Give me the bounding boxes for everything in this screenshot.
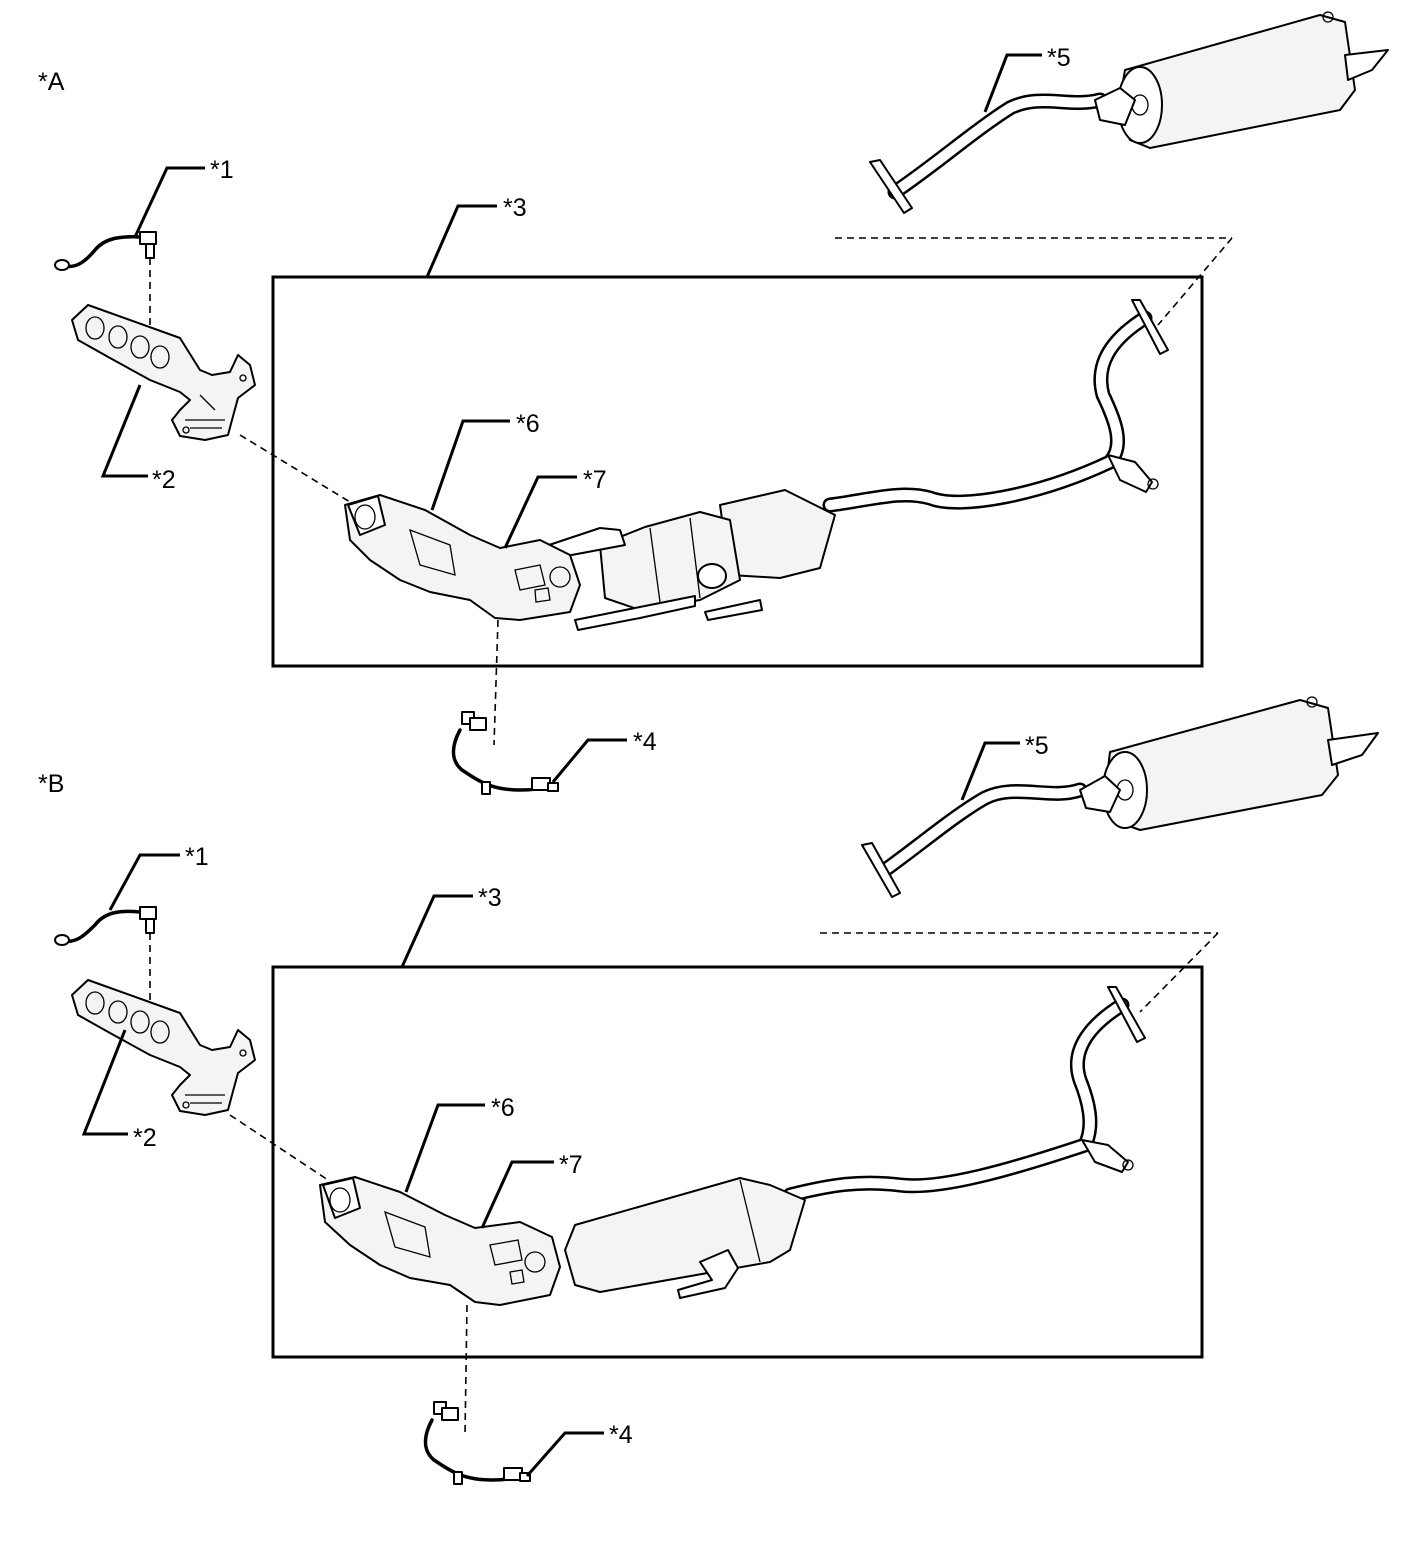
callout-b1: *1 (185, 843, 209, 871)
variant-a: *A (38, 11, 1389, 795)
front-exhaust-pipe-assembly-b (319, 986, 1146, 1306)
callout-b4-leader (525, 1431, 604, 1477)
tailpipe-muffler-b (861, 696, 1379, 898)
variant-b-label: *B (38, 770, 64, 798)
heated-oxygen-sensor-b (423, 1401, 531, 1485)
exhaust-manifold-b (71, 979, 256, 1116)
front-exhaust-pipe-frame-b (271, 965, 1204, 1359)
variant-b: *B (38, 696, 1379, 1485)
callout-b7: *7 (559, 1151, 583, 1179)
heated-oxygen-sensor-a (451, 711, 559, 795)
callout-a6: *6 (516, 410, 540, 438)
callout-b1-leader (108, 853, 180, 911)
callout-b4: *4 (609, 1421, 633, 1449)
callout-a5-leader (983, 53, 1042, 113)
tailpipe-muffler-a (869, 11, 1389, 214)
callout-a1: *1 (210, 156, 234, 184)
callout-a2-leader (100, 384, 148, 478)
callout-a7: *7 (583, 466, 607, 494)
front-exhaust-pipe-frame-a (271, 275, 1204, 668)
front-exhaust-pipe-assembly-a (344, 299, 1169, 631)
callout-a3: *3 (503, 194, 527, 222)
air-fuel-ratio-sensor-b (54, 906, 157, 946)
callout-a6-leader (430, 419, 510, 511)
callout-b5-leader (960, 741, 1020, 801)
callout-a5: *5 (1047, 44, 1071, 72)
callout-b2-leader (81, 1029, 128, 1136)
callout-a7-leader (503, 475, 577, 549)
variant-a-label: *A (38, 68, 65, 96)
callout-b7-leader (480, 1160, 554, 1229)
callout-b2: *2 (133, 1124, 157, 1152)
callout-b6-leader (404, 1103, 485, 1193)
exhaust-manifold-a (71, 304, 256, 441)
callout-a3-leader (425, 204, 497, 278)
callout-a4-leader (551, 738, 627, 783)
callout-b6: *6 (491, 1094, 515, 1122)
callout-b3: *3 (478, 884, 502, 912)
callout-a4: *4 (633, 728, 657, 756)
callout-b5: *5 (1025, 732, 1049, 760)
callout-a1-leader (133, 166, 205, 238)
callout-b3-leader (400, 894, 473, 968)
callout-a2: *2 (152, 466, 176, 494)
air-fuel-ratio-sensor-a (54, 231, 157, 271)
